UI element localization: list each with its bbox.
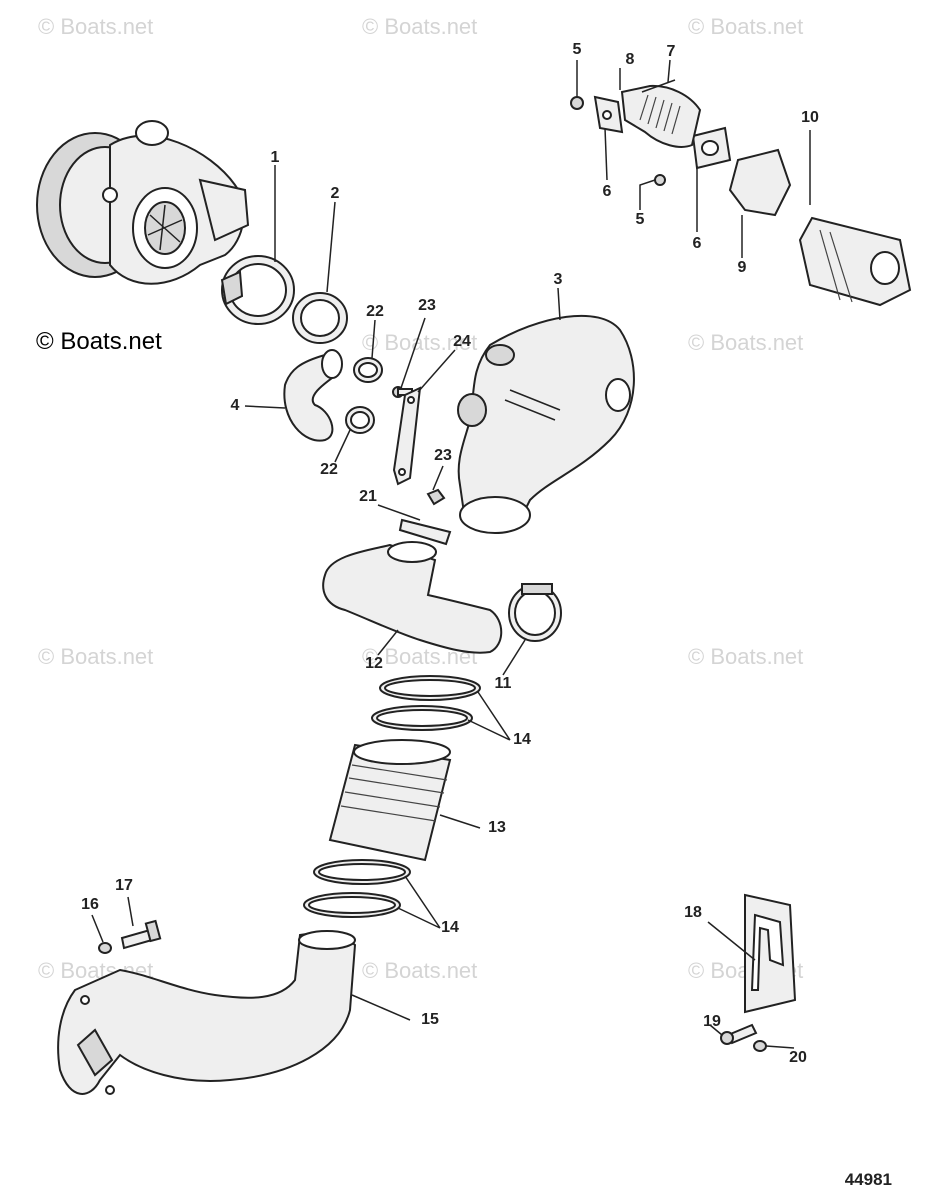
callout-label: 21 bbox=[359, 488, 377, 505]
bolt-part bbox=[120, 919, 162, 950]
callout-label: 2 bbox=[330, 185, 340, 202]
callout-label: 5 bbox=[572, 41, 582, 58]
watermark: © Boats.net bbox=[688, 14, 804, 39]
retaining-ring-part bbox=[371, 675, 481, 731]
callout-label: 9 bbox=[737, 259, 747, 276]
callout-label: 14 bbox=[513, 731, 531, 748]
watermark: © Boats.net bbox=[688, 644, 804, 669]
leader-lines bbox=[91, 59, 811, 1049]
callout-label: 3 bbox=[553, 271, 563, 288]
exhaust-elbow-part bbox=[457, 314, 635, 534]
callout-label: 6 bbox=[692, 235, 702, 252]
bellows-sleeve-part bbox=[328, 739, 452, 862]
callout-label: 23 bbox=[418, 297, 436, 314]
watermark: © Boats.net bbox=[362, 14, 478, 39]
stud-bolt-part bbox=[641, 79, 676, 93]
callout-label: 15 bbox=[421, 1011, 439, 1028]
turbocharger-part bbox=[36, 120, 250, 285]
v-band-clamp-part bbox=[220, 255, 295, 325]
exhaust-pipe-part bbox=[57, 930, 357, 1095]
callout-label: 13 bbox=[488, 819, 506, 836]
callout-label: 8 bbox=[625, 51, 635, 68]
bellows-connector-part bbox=[620, 84, 702, 148]
plate-gasket-part bbox=[744, 893, 797, 1014]
callout-label: 22 bbox=[320, 461, 338, 478]
washer-part bbox=[98, 942, 112, 954]
hose-clamp-large-part bbox=[508, 583, 562, 642]
elbow-hose-part bbox=[283, 349, 343, 442]
callout-label: 6 bbox=[602, 183, 612, 200]
callout-label: 22 bbox=[366, 303, 384, 320]
brand-watermark: © Boats.net bbox=[36, 328, 162, 355]
callout-label: 16 bbox=[81, 896, 99, 913]
watermark: © Boats.net bbox=[38, 644, 154, 669]
valve-body-part bbox=[798, 216, 912, 307]
flange-gasket-part bbox=[593, 95, 732, 170]
watermark: © Boats.net bbox=[362, 958, 478, 983]
callout-label: 11 bbox=[494, 675, 512, 692]
callout-label: 12 bbox=[365, 655, 383, 672]
callout-label: 20 bbox=[789, 1049, 807, 1066]
retaining-ring-part bbox=[303, 859, 411, 918]
screw-part bbox=[720, 1023, 758, 1045]
exhaust-tube-part bbox=[322, 541, 503, 654]
callout-label: 19 bbox=[703, 1013, 721, 1030]
callout-label: 17 bbox=[115, 877, 133, 894]
callout-label: 10 bbox=[801, 109, 819, 126]
callout-label: 7 bbox=[666, 43, 676, 60]
hose-clamp-part bbox=[345, 357, 383, 434]
callout-label: 1 bbox=[270, 149, 280, 166]
clamp-band-part bbox=[398, 518, 452, 546]
bracket-strap-part bbox=[392, 386, 422, 486]
callout-label: 5 bbox=[635, 211, 645, 228]
callout-label: 24 bbox=[453, 333, 471, 350]
washer-part bbox=[753, 1040, 767, 1052]
callout-label: 4 bbox=[230, 397, 240, 414]
gasket-ring-part bbox=[292, 292, 348, 344]
watermark: © Boats.net bbox=[38, 14, 154, 39]
watermark: © Boats.net bbox=[688, 330, 804, 355]
figure-number: 44981 bbox=[844, 1170, 892, 1189]
callout-label: 18 bbox=[684, 904, 702, 921]
callout-label: 23 bbox=[434, 447, 452, 464]
housing-part bbox=[728, 148, 792, 217]
screw-part bbox=[392, 386, 446, 506]
callout-label: 14 bbox=[441, 919, 459, 936]
